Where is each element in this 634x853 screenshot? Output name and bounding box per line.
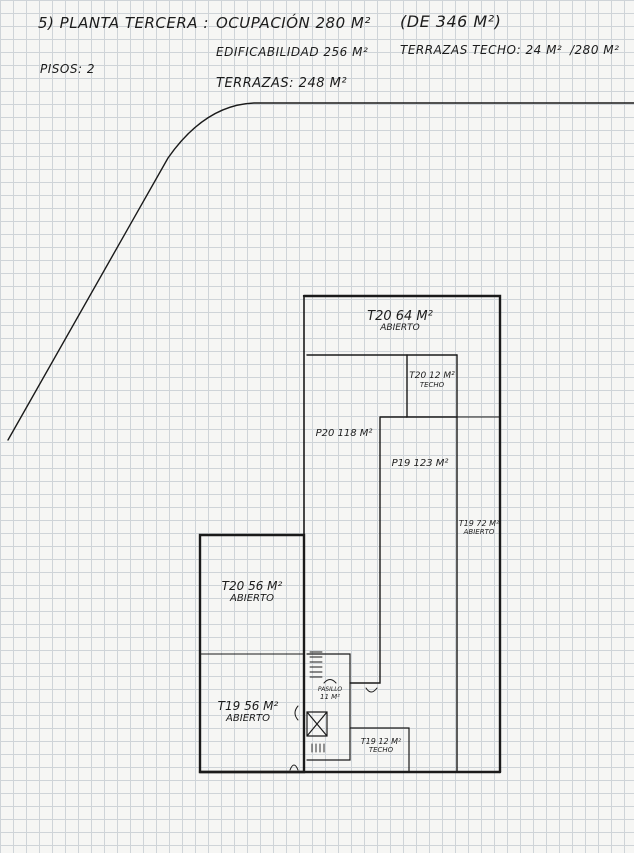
plot-boundary-line bbox=[7, 102, 634, 441]
door-swing-1 bbox=[323, 679, 337, 684]
room-t19-right-name: T19 72 M² bbox=[458, 519, 500, 528]
room-t19-left-sub: ABIERTO bbox=[226, 713, 270, 725]
room-t19-right-sub: ABIERTO bbox=[463, 527, 495, 536]
room-pasillo: PASILLO 11 M² bbox=[308, 686, 352, 701]
room-t20-top-sub: ABIERTO bbox=[380, 323, 420, 334]
elevator-box bbox=[306, 711, 328, 737]
terrazas-text: TERRAZAS: 248 M² bbox=[216, 76, 348, 91]
room-t19-right: T19 72 M² ABIERTO bbox=[456, 519, 502, 536]
pisos-text: PISOS: 2 bbox=[40, 62, 95, 76]
door-swing-3 bbox=[294, 705, 299, 721]
room-pasillo-name: PASILLO bbox=[317, 686, 343, 693]
room-t19-small-sub: TECHO bbox=[368, 745, 394, 754]
section-title: 5) PLANTA TERCERA : bbox=[38, 14, 209, 32]
ocupacion-note: (DE 346 M²) bbox=[400, 12, 502, 31]
room-t20-small: T20 12 M² TECHO bbox=[408, 371, 456, 390]
room-t20-small-name: T20 12 M² bbox=[409, 371, 455, 381]
room-t19-left: T19 56 M² ABIERTO bbox=[200, 699, 296, 725]
stair-lines bbox=[309, 651, 323, 678]
room-p20: P20 118 M² bbox=[310, 428, 378, 439]
room-t20-left-sub: ABIERTO bbox=[230, 593, 274, 605]
room-p19: P19 123 M² bbox=[385, 458, 455, 469]
total-text: /280 M² bbox=[570, 43, 620, 57]
room-t20-small-sub: TECHO bbox=[419, 380, 445, 389]
terrazas-techo-text: TERRAZAS TECHO: 24 M² bbox=[400, 43, 563, 57]
room-p20-name: P20 118 M² bbox=[315, 428, 373, 439]
room-t19-left-name: T19 56 M² bbox=[217, 699, 279, 713]
ocupacion-text: OCUPACIÓN 280 M² bbox=[216, 14, 371, 32]
stair-lower-lines bbox=[311, 743, 325, 753]
room-t19-small: T19 12 M² TECHO bbox=[352, 737, 410, 754]
room-t20-left-name: T20 56 M² bbox=[221, 579, 283, 593]
room-t19-small-name: T19 12 M² bbox=[360, 737, 402, 746]
core-outline bbox=[306, 653, 351, 761]
wall-p19 bbox=[349, 416, 408, 684]
room-t20-top: T20 64 M² ABIERTO bbox=[340, 309, 460, 334]
room-t20-top-name: T20 64 M² bbox=[367, 309, 433, 324]
room-p19-name: P19 123 M² bbox=[391, 458, 449, 469]
room-t20-left: T20 56 M² ABIERTO bbox=[202, 579, 302, 605]
door-swing-4 bbox=[289, 764, 299, 771]
door-swing-2 bbox=[365, 687, 378, 693]
box-t19-techo bbox=[349, 727, 410, 773]
outline-upper-block bbox=[302, 294, 502, 774]
room-pasillo-area: 11 M² bbox=[320, 692, 340, 701]
edificabilidad-text: EDIFICABILIDAD 256 M² bbox=[216, 45, 369, 59]
